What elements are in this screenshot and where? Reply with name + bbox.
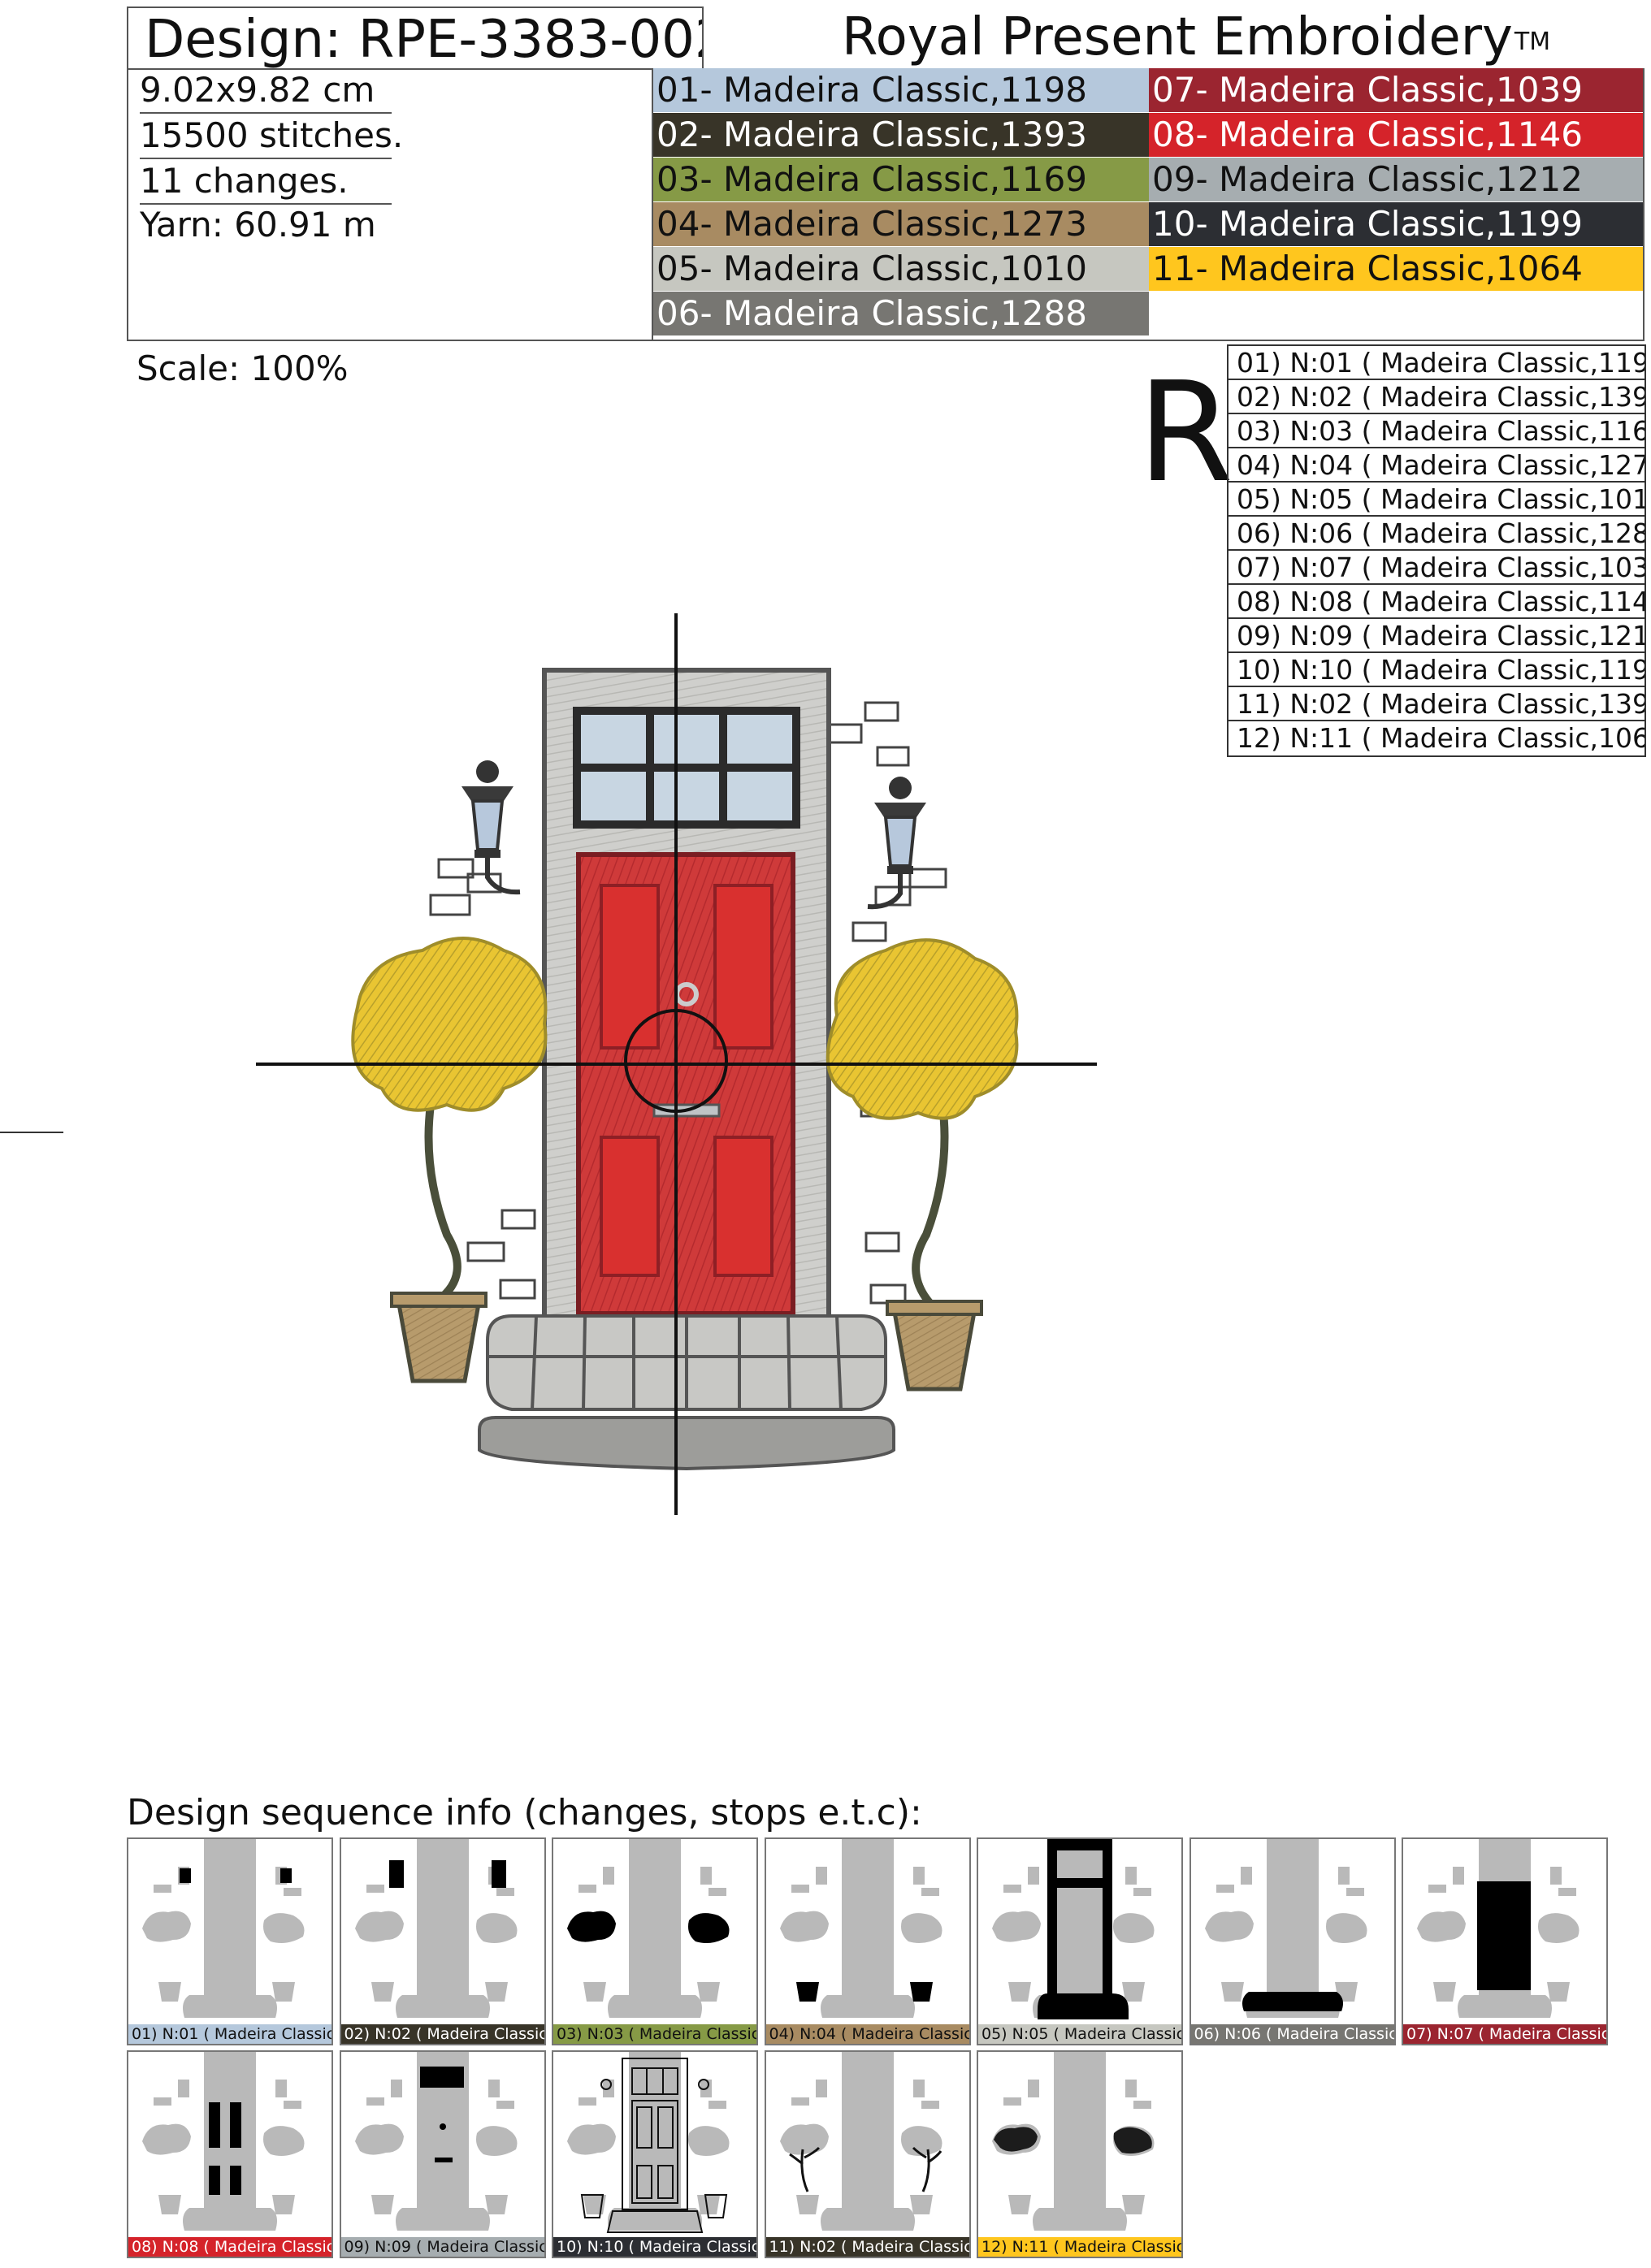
thumbnail-caption: 12) N:11 ( Madeira Classic,1064): [978, 2237, 1181, 2257]
color-swatch: 11- Madeira Classic,1064: [1149, 247, 1643, 291]
thumbnail-caption: 07) N:07 ( Madeira Classic,1039): [1403, 2024, 1606, 2044]
sequence-thumbnail: 12) N:11 ( Madeira Classic,1064): [977, 2050, 1183, 2258]
brand-name: Royal Present EmbroideryTM: [842, 5, 1550, 70]
front-steps: [478, 1314, 895, 1471]
scale-label: Scale: 100%: [136, 348, 349, 388]
sequence-row: 06) N:06 ( Madeira Classic,1288): [1228, 517, 1644, 551]
brand-text: Royal Present Embroidery: [842, 7, 1513, 67]
color-sequence-table: 01) N:01 ( Madeira Classic,1198)02) N:02…: [1227, 344, 1646, 757]
info-panel: 9.02x9.82 cm 15500 stitches. 11 changes.…: [127, 68, 653, 341]
thumbnail-preview: [142, 1839, 305, 2018]
edge-tick: [0, 1132, 63, 1133]
color-swatch: 10- Madeira Classic,1199: [1149, 202, 1643, 246]
rotation-mark: R: [1138, 353, 1234, 513]
sequence-thumbnail: 09) N:09 ( Madeira Classic,1212): [339, 2050, 546, 2258]
size-value: 9.02x9.82 cm: [140, 68, 392, 114]
lantern-left: [462, 760, 521, 895]
color-swatch: 07- Madeira Classic,1039: [1149, 68, 1643, 112]
sequence-thumbnail: 05) N:05 ( Madeira Classic,1010): [977, 1837, 1183, 2045]
color-swatch: 04- Madeira Classic,1273: [653, 202, 1149, 246]
color-swatch: 03- Madeira Classic,1169: [653, 158, 1149, 201]
sequence-row: 04) N:04 ( Madeira Classic,1273): [1228, 448, 1644, 483]
thumbnail-caption: 05) N:05 ( Madeira Classic,1010): [978, 2024, 1181, 2044]
thumbnail-caption: 04) N:04 ( Madeira Classic,1273): [765, 2024, 969, 2044]
thumbnail-caption: 06) N:06 ( Madeira Classic,1288): [1190, 2024, 1394, 2044]
thumbnail-preview: [354, 2052, 517, 2231]
sequence-thumbnail: 08) N:08 ( Madeira Classic,1146): [127, 2050, 333, 2258]
color-swatch: 06- Madeira Classic,1288: [653, 292, 1149, 335]
thumbnail-preview: [567, 2052, 730, 2233]
sequence-thumbnail: 01) N:01 ( Madeira Classic,1198): [127, 1837, 333, 2045]
embroidery-preview: [256, 613, 1097, 1515]
thumbnail-caption: 01) N:01 ( Madeira Classic,1198): [128, 2024, 332, 2044]
tree-right: [826, 938, 1019, 1392]
thumbnail-preview: [142, 2052, 305, 2231]
sequence-row: 02) N:02 ( Madeira Classic,1393): [1228, 380, 1644, 414]
thumbnail-caption: 11) N:02 ( Madeira Classic,1393): [765, 2237, 969, 2257]
stitch-count: 15500 stitches.: [140, 114, 403, 159]
tree-left: [351, 937, 548, 1383]
thumbnail-preview: [779, 2052, 942, 2231]
sequence-row: 10) N:10 ( Madeira Classic,1199): [1228, 653, 1644, 687]
sequence-row: 07) N:07 ( Madeira Classic,1039): [1228, 551, 1644, 585]
thumbnail-caption: 03) N:03 ( Madeira Classic,1169): [553, 2024, 756, 2044]
thumbnail-caption: 10) N:10 ( Madeira Classic,1199): [553, 2237, 756, 2257]
sequence-row: 12) N:11 ( Madeira Classic,1064): [1237, 722, 1644, 754]
sequence-heading: Design sequence info (changes, stops e.t…: [127, 1792, 922, 1833]
design-title: Design: RPE-3383-002: [127, 6, 704, 70]
trademark-symbol: TM: [1514, 28, 1551, 56]
sequence-thumbnail: 03) N:03 ( Madeira Classic,1169): [552, 1837, 758, 2045]
thumbnail-caption: 09) N:09 ( Madeira Classic,1212): [340, 2237, 544, 2257]
lantern-right: [867, 777, 926, 910]
sequence-row: 03) N:03 ( Madeira Classic,1169): [1228, 414, 1644, 448]
yarn-length: Yarn: 60.91 m: [140, 205, 376, 245]
sequence-row: 05) N:05 ( Madeira Classic,1010): [1228, 483, 1644, 517]
thumbnail-preview: [354, 1839, 517, 2018]
color-swatch: 01- Madeira Classic,1198: [653, 68, 1149, 112]
thumbnail-preview: [1417, 1839, 1580, 2018]
color-swatch: 02- Madeira Classic,1393: [653, 113, 1149, 157]
color-swatch: 05- Madeira Classic,1010: [653, 247, 1149, 291]
crosshair: [256, 613, 1097, 1515]
sequence-thumbnail: 04) N:04 ( Madeira Classic,1273): [764, 1837, 971, 2045]
sequence-thumbnail: 10) N:10 ( Madeira Classic,1199): [552, 2050, 758, 2258]
sequence-thumbnail: 11) N:02 ( Madeira Classic,1393): [764, 2050, 971, 2258]
thumbnail-preview: [1204, 1839, 1367, 2018]
thumbnail-preview: [779, 1839, 942, 2018]
change-count: 11 changes.: [140, 159, 392, 205]
sequence-thumbnail: 07) N:07 ( Madeira Classic,1039): [1402, 1837, 1608, 2045]
sequence-thumbnail: 06) N:06 ( Madeira Classic,1288): [1189, 1837, 1396, 2045]
sequence-row: 01) N:01 ( Madeira Classic,1198): [1228, 346, 1644, 380]
sequence-row: 09) N:09 ( Madeira Classic,1212): [1228, 619, 1644, 653]
thumbnail-caption: 02) N:02 ( Madeira Classic,1393): [340, 2024, 544, 2044]
thumbnail-preview: [567, 1839, 730, 2018]
sequence-row: 11) N:02 ( Madeira Classic,1393): [1228, 687, 1644, 721]
transom-window: [573, 707, 800, 829]
color-swatch: 09- Madeira Classic,1212: [1149, 158, 1643, 201]
thumbnail-preview: [992, 1839, 1155, 2019]
sequence-row: 08) N:08 ( Madeira Classic,1146): [1228, 585, 1644, 619]
thumbnail-caption: 08) N:08 ( Madeira Classic,1146): [128, 2237, 332, 2257]
thumbnail-preview: [992, 2052, 1155, 2231]
door-panels: [600, 884, 774, 1277]
color-swatch: 08- Madeira Classic,1146: [1149, 113, 1643, 157]
sequence-thumbnail: 02) N:02 ( Madeira Classic,1393): [339, 1837, 546, 2045]
